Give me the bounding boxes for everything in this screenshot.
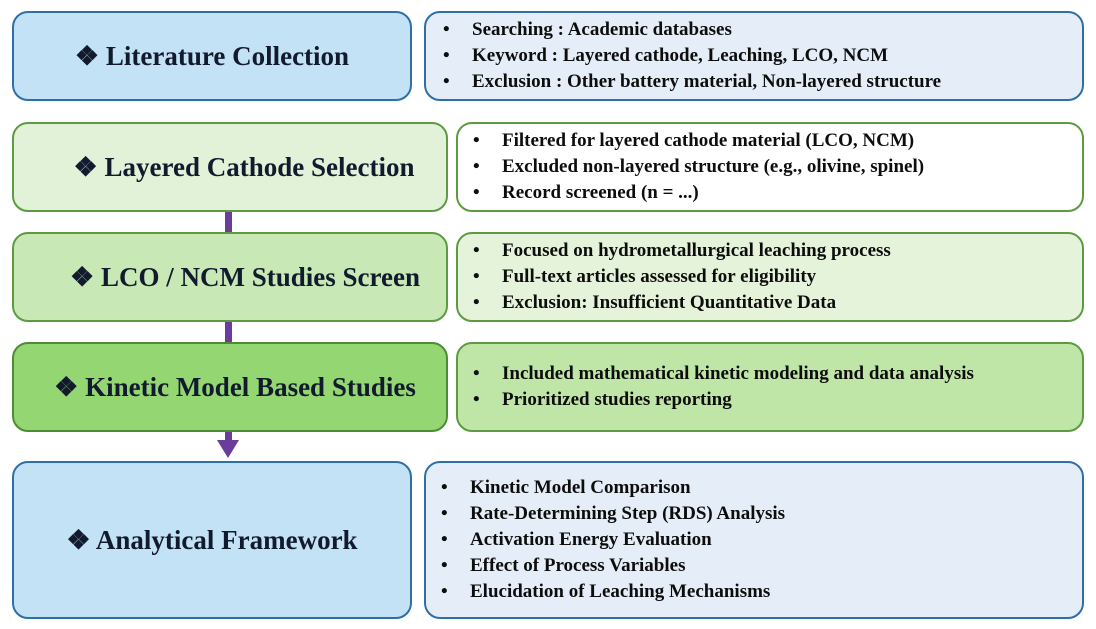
step-layered-cathode-selection-details: Filtered for layered cathode material (L…	[456, 122, 1084, 212]
detail-item: Excluded non-layered structure (e.g., ol…	[473, 154, 1082, 180]
step-literature-collection-title: ❖ Literature Collection	[74, 40, 350, 71]
detail-item: Kinetic Model Comparison	[441, 475, 1082, 501]
step-literature-collection-details: Searching : Academic databases Keyword :…	[424, 11, 1084, 101]
detail-item: Effect of Process Variables	[441, 553, 1082, 579]
step-lco-ncm-studies-screen-title: ❖ LCO / NCM Studies Screen	[70, 261, 420, 292]
connector-arrow-head	[217, 440, 239, 458]
detail-item: Filtered for layered cathode material (L…	[473, 128, 1082, 154]
step-lco-ncm-studies-screen-box: ❖ LCO / NCM Studies Screen	[12, 232, 448, 322]
detail-item: Exclusion: Insufficient Quantitative Dat…	[473, 290, 1082, 316]
step-kinetic-model-studies-details: Included mathematical kinetic modeling a…	[456, 342, 1084, 432]
detail-item: Prioritized studies reporting	[473, 387, 1082, 413]
connector-arrow-shaft	[225, 432, 232, 442]
step-kinetic-model-studies-title: ❖ Kinetic Model Based Studies	[54, 371, 416, 402]
detail-item: Rate-Determining Step (RDS) Analysis	[441, 501, 1082, 527]
detail-item: Keyword : Layered cathode, Leaching, LCO…	[443, 43, 1082, 69]
step-lco-ncm-studies-screen-details: Focused on hydrometallurgical leaching p…	[456, 232, 1084, 322]
step-analytical-framework-details: Kinetic Model Comparison Rate-Determinin…	[424, 461, 1084, 619]
detail-item: Exclusion : Other battery material, Non-…	[443, 69, 1082, 95]
detail-item: Included mathematical kinetic modeling a…	[473, 361, 1082, 387]
connector-arrow	[225, 212, 232, 232]
detail-item: Elucidation of Leaching Mechanisms	[441, 579, 1082, 605]
detail-item: Activation Energy Evaluation	[441, 527, 1082, 553]
step-analytical-framework-title: ❖ Analytical Framework	[66, 524, 358, 555]
connector-arrow	[225, 322, 232, 342]
detail-item: Record screened (n = ...)	[473, 180, 1082, 206]
detail-item: Focused on hydrometallurgical leaching p…	[473, 238, 1082, 264]
step-analytical-framework-box: ❖ Analytical Framework	[12, 461, 412, 619]
step-kinetic-model-studies-box: ❖ Kinetic Model Based Studies	[12, 342, 448, 432]
step-literature-collection-box: ❖ Literature Collection	[12, 11, 412, 101]
detail-item: Searching : Academic databases	[443, 17, 1082, 43]
step-layered-cathode-selection-title: ❖ Layered Cathode Selection	[73, 151, 415, 182]
detail-item: Full-text articles assessed for eligibil…	[473, 264, 1082, 290]
step-layered-cathode-selection-box: ❖ Layered Cathode Selection	[12, 122, 448, 212]
